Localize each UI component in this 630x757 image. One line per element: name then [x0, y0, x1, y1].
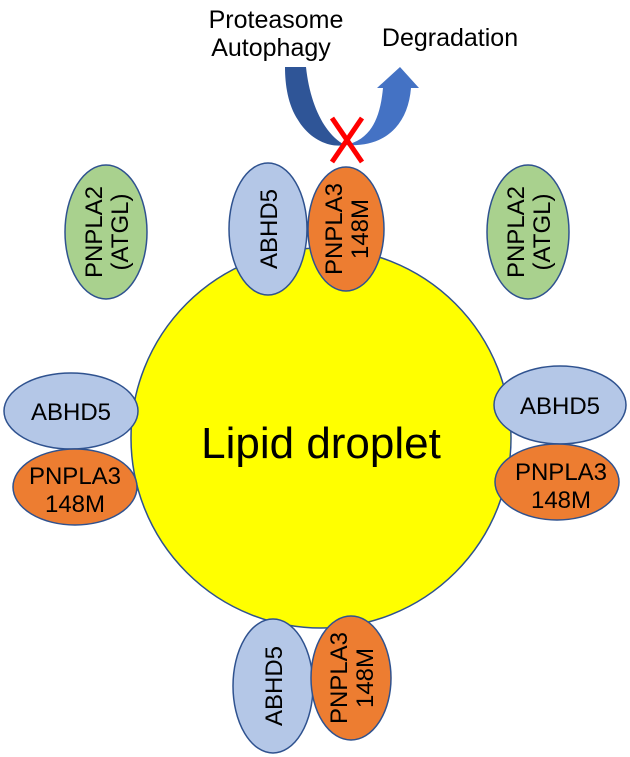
pnpla3-top: PNPLA3 148M — [307, 166, 385, 292]
arrow-right-arm — [345, 67, 419, 146]
abhd5-left: ABHD5 — [3, 372, 139, 450]
svg-text:PNPLA2: PNPLA2 — [81, 186, 108, 278]
svg-text:PNPLA3: PNPLA3 — [29, 463, 121, 490]
lipid-droplet-label: Lipid droplet — [201, 419, 441, 468]
pnpla3-left: PNPLA3 148M — [12, 448, 138, 526]
svg-text:ABHD5: ABHD5 — [31, 399, 111, 426]
abhd5-right: ABHD5 — [493, 365, 627, 445]
svg-text:PNPLA3: PNPLA3 — [326, 632, 353, 724]
svg-text:ABHD5: ABHD5 — [256, 189, 283, 269]
pnpla2-right: PNPLA2 (ATGL) — [486, 164, 570, 300]
autophagy-label: Autophagy — [211, 34, 331, 62]
svg-text:PNPLA3: PNPLA3 — [321, 183, 348, 275]
abhd5-bottom: ABHD5 — [232, 618, 314, 754]
degradation-label: Degradation — [382, 24, 518, 52]
lipid-droplet: Lipid droplet — [130, 247, 512, 629]
degradation-arrow — [285, 67, 419, 146]
svg-text:(ATGL): (ATGL) — [529, 194, 556, 271]
svg-text:148M: 148M — [347, 199, 374, 259]
svg-text:148M: 148M — [352, 648, 379, 708]
pnpla3-right: PNPLA3 148M — [494, 443, 620, 521]
svg-text:PNPLA3: PNPLA3 — [515, 459, 607, 486]
pnpla3-bottom: PNPLA3 148M — [310, 615, 392, 741]
pnpla2-left: PNPLA2 (ATGL) — [64, 164, 148, 300]
svg-text:148M: 148M — [45, 491, 105, 518]
svg-text:PNPLA2: PNPLA2 — [503, 186, 530, 278]
block-x-icon — [329, 116, 365, 164]
arrow-left-arm — [285, 67, 345, 146]
svg-text:ABHD5: ABHD5 — [261, 646, 288, 726]
abhd5-top: ABHD5 — [228, 162, 308, 296]
proteasome-label: Proteasome — [209, 6, 344, 34]
svg-text:148M: 148M — [531, 487, 591, 514]
svg-text:(ATGL): (ATGL) — [107, 194, 134, 271]
svg-text:ABHD5: ABHD5 — [520, 393, 600, 420]
